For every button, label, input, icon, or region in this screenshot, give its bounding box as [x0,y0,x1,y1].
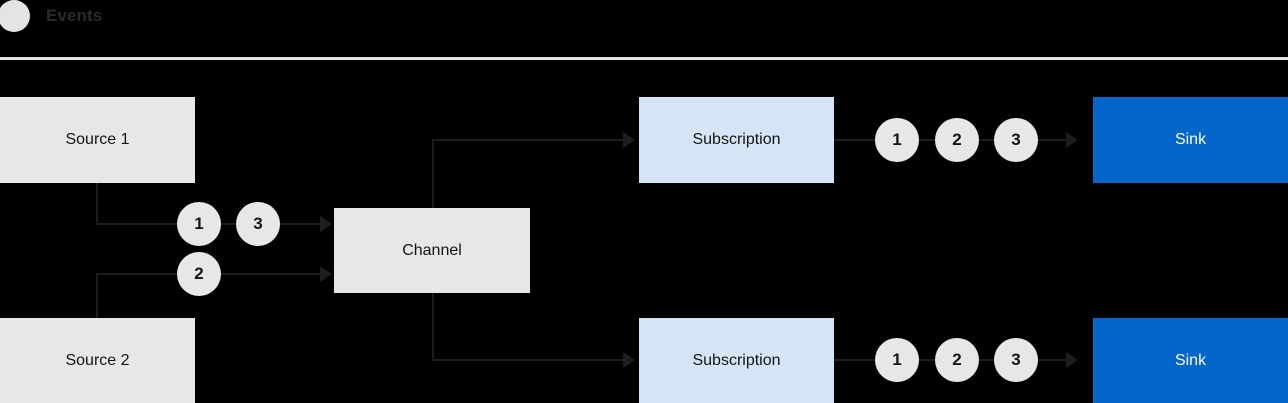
node-sink-top-label: Sink [1174,131,1207,148]
event-circle-label: 1 [892,350,902,369]
connector-channel-bottom-horizontal [432,359,627,361]
event-circle: 3 [994,118,1038,162]
event-circle-icon [0,0,30,32]
node-source-2[interactable]: Source 2 [0,318,195,403]
node-subscription-top-label: Subscription [692,131,781,148]
event-circle: 2 [177,252,221,296]
connector-subscription-bottom-sink-arrowhead [1066,352,1078,368]
connector-channel-top-horizontal [432,139,627,141]
event-circle-label: 2 [952,130,962,149]
legend-label: Events [46,6,103,25]
node-subscription-bottom[interactable]: Subscription [639,318,834,403]
connector-source2-vertical [96,273,98,319]
event-circle-label: 2 [194,264,204,283]
connector-source2-arrowhead [320,266,332,282]
node-source-1[interactable]: Source 1 [0,97,195,183]
connector-channel-bottom-arrowhead [623,352,635,368]
event-circle: 1 [177,202,221,246]
connector-channel-top-vertical [432,140,434,210]
event-circle: 3 [236,202,280,246]
event-circle: 2 [935,338,979,382]
connector-channel-bottom-vertical [432,292,434,361]
event-circle-label: 3 [1011,350,1021,369]
connector-channel-top-arrowhead [623,132,635,148]
node-channel[interactable]: Channel [334,208,530,293]
node-subscription-bottom-label: Subscription [692,351,781,369]
event-circle-label: 3 [1011,130,1021,149]
node-source-1-label: Source 1 [65,131,130,148]
connector-source1-vertical [96,183,98,224]
node-sink-top[interactable]: Sink [1093,97,1288,183]
connector-subscription-top-sink-arrowhead [1066,132,1078,148]
event-circle-label: 1 [892,130,902,149]
node-source-2-label: Source 2 [65,351,130,369]
node-sink-bottom-label: Sink [1174,351,1207,369]
event-circle-label: 1 [194,214,204,233]
connector-source1-arrowhead [320,216,332,232]
event-circle: 2 [935,118,979,162]
header-divider [0,57,1288,60]
event-circle-label: 2 [952,350,962,369]
node-channel-label: Channel [402,241,462,259]
event-circle: 1 [875,118,919,162]
event-circle: 3 [994,338,1038,382]
event-circle-label: 3 [253,214,263,233]
node-subscription-top[interactable]: Subscription [639,97,834,183]
node-sink-bottom[interactable]: Sink [1093,318,1288,403]
event-circle: 1 [875,338,919,382]
